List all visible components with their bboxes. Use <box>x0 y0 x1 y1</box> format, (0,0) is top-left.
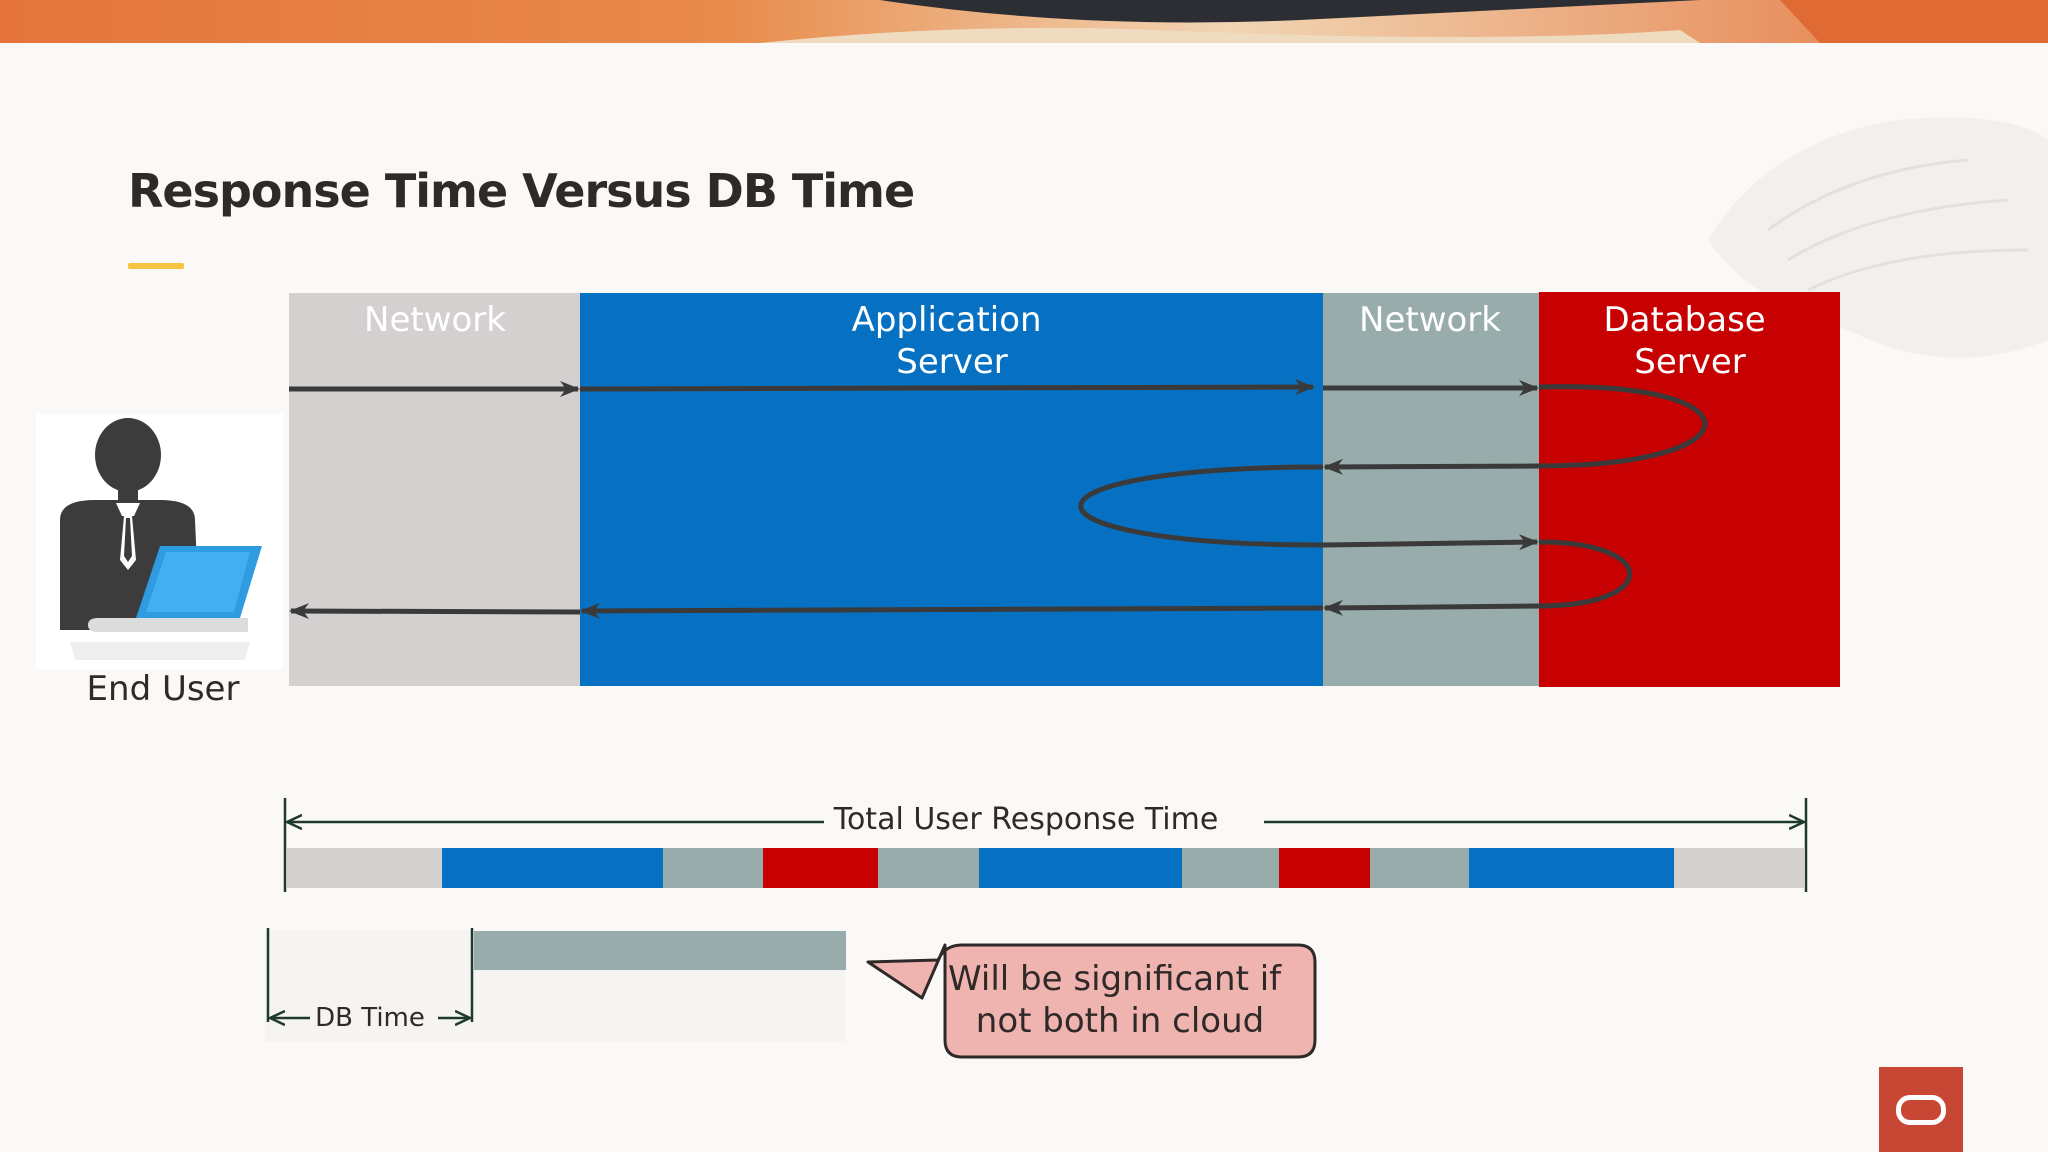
flow-arrow-return-2 <box>1323 599 1540 616</box>
oracle-logo-icon <box>1879 1067 1963 1152</box>
flow-arrow-app-loop <box>1078 464 1324 548</box>
db-time-bar <box>474 931 846 970</box>
tier-columns <box>289 292 1840 687</box>
flow-arrows <box>289 379 1707 620</box>
flow-arrow-return-1 <box>1323 458 1540 475</box>
end-user-label: End User <box>87 669 240 709</box>
tier-network-left <box>289 293 580 686</box>
timeline-segment-app <box>1469 848 1674 888</box>
decorative-banner <box>0 0 2048 43</box>
flow-arrow-return-3 <box>580 602 1324 619</box>
tier-network-right <box>1323 293 1539 686</box>
timeline-segment-network <box>663 848 763 888</box>
total-response-time-dimension <box>283 798 1808 892</box>
slide-title: Response Time Versus DB Time <box>128 164 915 218</box>
timeline-segment-db <box>763 848 878 888</box>
tier-db-server <box>1539 292 1840 687</box>
timeline-segment-network <box>1674 848 1805 888</box>
total-response-time-label: Total User Response Time <box>833 802 1219 837</box>
timeline-segment-network <box>287 848 442 888</box>
title-accent-bar <box>128 263 184 269</box>
tier-label-db-server: Database Server <box>1603 300 1776 382</box>
timeline-segment-app <box>979 848 1182 888</box>
callout-text: Will be significant if not both in cloud <box>948 959 1292 1041</box>
flow-arrow-return-4 <box>289 603 581 620</box>
tier-app-server <box>580 293 1323 686</box>
flow-arrow-db-loop-2 <box>1538 539 1633 609</box>
timeline-segment-network <box>1182 848 1279 888</box>
db-time-dimension <box>265 928 846 1042</box>
tier-label-app-server: Application Server <box>852 300 1053 382</box>
tier-label-network-right: Network <box>1359 300 1501 340</box>
db-time-label: DB Time <box>315 1003 425 1033</box>
person-at-laptop-icon <box>36 414 283 669</box>
timeline-bar <box>287 848 1805 888</box>
timeline-segment-network <box>878 848 979 888</box>
flow-arrow-db-loop-1 <box>1538 384 1707 469</box>
timeline-segment-network <box>1370 848 1469 888</box>
tier-label-network-left: Network <box>364 300 506 340</box>
callout-bubble <box>866 943 1317 1059</box>
flow-arrow-request-2 <box>579 379 1315 396</box>
timeline-segment-db <box>1279 848 1370 888</box>
timeline-segment-app <box>442 848 663 888</box>
flow-arrow-request-4 <box>1322 534 1539 551</box>
